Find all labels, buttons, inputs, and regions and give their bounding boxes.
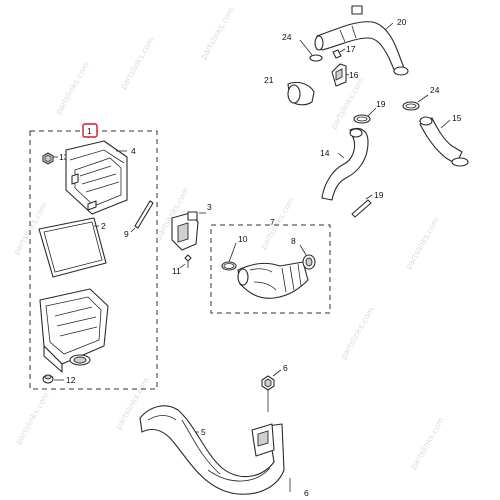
clip-9[interactable] <box>134 200 154 229</box>
callout-15[interactable]: 15 <box>452 113 462 123</box>
callout-24-right[interactable]: 24 <box>430 85 440 95</box>
bolt-6-upper[interactable] <box>261 375 275 412</box>
callout-17[interactable]: 17 <box>346 44 356 54</box>
callout-19-upper[interactable]: 19 <box>376 99 386 109</box>
callout-7[interactable]: 7 <box>270 217 275 227</box>
callout-14[interactable]: 14 <box>320 148 330 158</box>
clamp-10[interactable] <box>221 261 237 271</box>
group-box-intake-duct <box>210 224 331 314</box>
callout-2[interactable]: 2 <box>101 221 106 231</box>
air-cleaner-housing[interactable] <box>39 288 109 373</box>
watermark-text: partslinks.com <box>404 216 441 271</box>
hose-15[interactable] <box>419 116 463 165</box>
callout-24-upper[interactable]: 24 <box>282 32 292 42</box>
callout-8[interactable]: 8 <box>291 236 296 246</box>
callout-10[interactable]: 10 <box>238 234 248 244</box>
callout-20[interactable]: 20 <box>397 17 407 27</box>
sensor-19-lower[interactable] <box>351 199 372 218</box>
callout-9[interactable]: 9 <box>124 229 129 239</box>
callout-3[interactable]: 3 <box>207 202 212 212</box>
bolt-13[interactable] <box>42 152 54 165</box>
callout-5[interactable]: 5 <box>201 427 206 437</box>
bracket-16[interactable] <box>331 63 347 87</box>
cap-8[interactable] <box>302 254 316 270</box>
callout-6-lower[interactable]: 6 <box>304 488 309 498</box>
clamp-24-lower[interactable] <box>451 157 469 167</box>
air-cleaner-cover-4[interactable] <box>65 140 128 215</box>
fitting-17[interactable] <box>332 49 342 59</box>
clamp-24-upper[interactable] <box>309 54 323 62</box>
mass-air-flow-sensor-3[interactable] <box>171 211 199 251</box>
clamp-24-right[interactable] <box>402 101 420 111</box>
callout-4[interactable]: 4 <box>131 146 136 156</box>
air-intake-duct-5[interactable] <box>139 405 285 495</box>
callout-21[interactable]: 21 <box>264 75 274 85</box>
callout-12[interactable]: 12 <box>66 375 76 385</box>
air-duct-20[interactable] <box>314 5 409 76</box>
watermark-text: partslinks.com <box>14 391 51 446</box>
screw-11[interactable] <box>184 254 192 268</box>
air-filter-element-2[interactable] <box>38 217 107 278</box>
callout-19-lower[interactable]: 19 <box>374 190 384 200</box>
hose-14[interactable] <box>321 127 369 201</box>
watermark-text: partslinks.com <box>54 61 91 116</box>
inlet-elbow-21[interactable] <box>287 81 315 106</box>
grommet-12[interactable] <box>42 374 54 384</box>
intake-duct-resonator[interactable] <box>237 261 309 299</box>
watermark-text: partslinks.com <box>119 36 156 91</box>
callout-1[interactable]: 1 <box>87 126 92 136</box>
callout-13[interactable]: 13 <box>59 152 69 162</box>
callout-6-upper[interactable]: 6 <box>283 363 288 373</box>
watermark-text: partslinks.com <box>409 416 446 471</box>
watermark-text: partslinks.com <box>339 306 376 361</box>
clamp-19-upper[interactable] <box>353 114 371 124</box>
callout-11[interactable]: 11 <box>172 266 181 276</box>
highlight-box-part-1 <box>82 123 98 138</box>
watermark-text: partslinks.com <box>199 6 236 61</box>
callout-16[interactable]: 16 <box>349 70 359 80</box>
